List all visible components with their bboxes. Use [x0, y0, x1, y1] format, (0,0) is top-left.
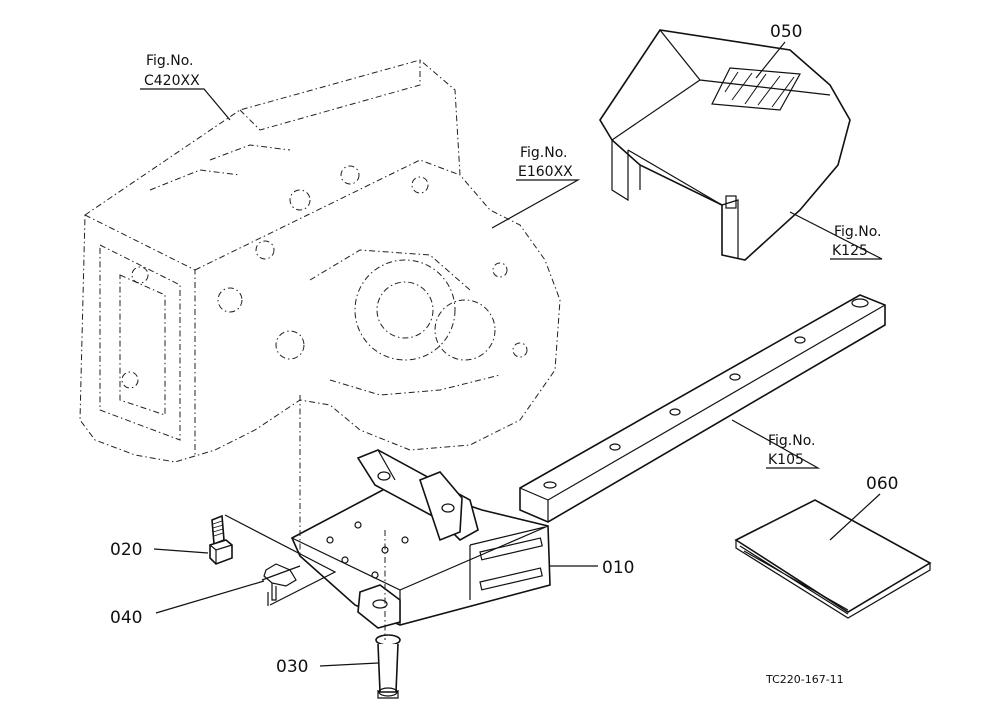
callout-050: 050: [770, 22, 802, 42]
assembly-guides: [224, 395, 386, 640]
callout-010: 010: [602, 558, 634, 578]
callout-040: 040: [110, 608, 142, 628]
decal-050: [711, 67, 801, 111]
fig-ref-code: K125: [832, 243, 868, 259]
leader-lines: [140, 41, 883, 667]
fig-ref-label: Fig.No.: [146, 53, 194, 69]
callout-020: 020: [110, 540, 142, 560]
callout-030: 030: [276, 657, 308, 677]
bolt-020: [209, 514, 233, 565]
fig-ref-label: Fig.No.: [520, 145, 568, 161]
fig-ref-label: Fig.No.: [768, 433, 816, 449]
fig-ref-code: E160XX: [518, 164, 573, 180]
callout-labels: 050 060 010 020 040 030: [110, 22, 898, 677]
figure-references: Fig.No. C420XX Fig.No. E160XX Fig.No. K1…: [144, 53, 882, 468]
fig-ref-label: Fig.No.: [834, 224, 882, 240]
step-cover-050: [599, 29, 851, 261]
drawbar-k105: [519, 294, 886, 523]
pin-030: [375, 634, 401, 699]
hitch-bracket-010: [290, 449, 551, 629]
lynch-pin-040: [261, 563, 301, 601]
transmission-case-outline: [79, 59, 561, 463]
operators-manual-060: [734, 499, 932, 619]
fig-ref-code: C420XX: [144, 73, 200, 89]
callout-060: 060: [866, 474, 898, 494]
fig-ref-code: K105: [768, 452, 804, 468]
drawing-code: TC220-167-11: [765, 673, 844, 686]
